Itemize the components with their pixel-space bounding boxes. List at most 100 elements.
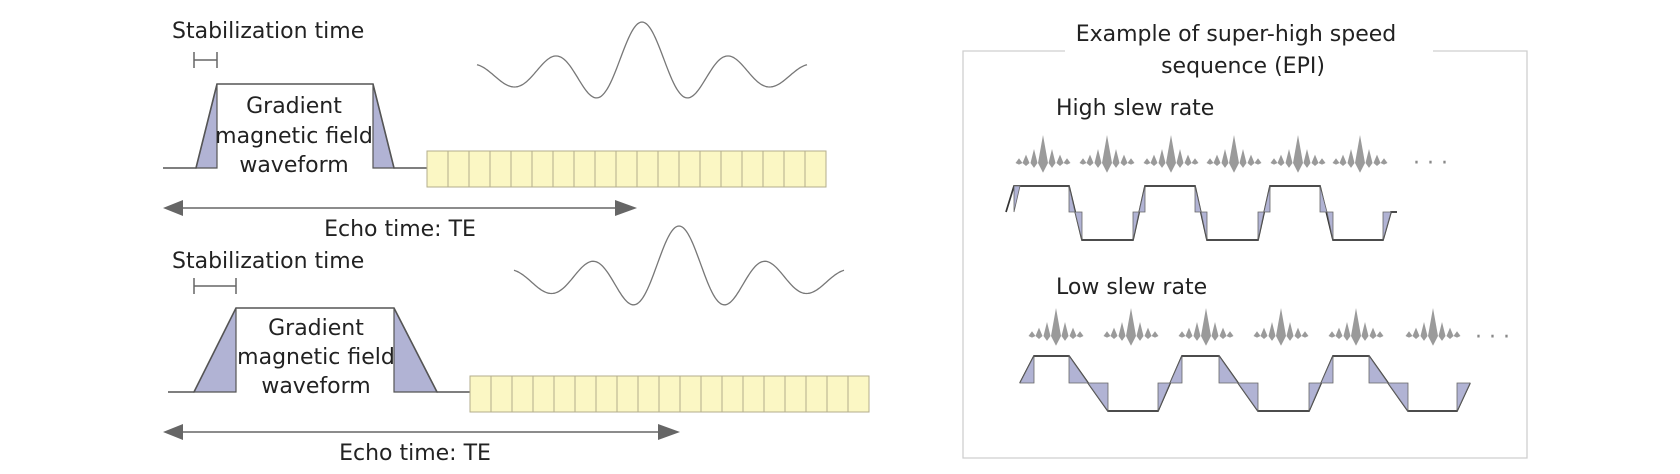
readout-cell [700,375,723,413]
echo-spike [1270,163,1278,165]
readout-cell [426,150,449,188]
echo-spike [1143,163,1151,165]
readout-cell [783,150,806,188]
echo-spike [1028,336,1036,338]
readout-cell [574,375,597,413]
echo-spike [1051,336,1061,346]
echo-spike [1048,163,1056,168]
echo-spike [1226,336,1234,338]
readout-cell [447,150,470,188]
echo-spike [1193,322,1201,336]
epi-ramp [1320,355,1334,384]
echo-spike [1303,163,1311,168]
echo-spike [1086,154,1094,163]
echo-spike [1446,327,1454,336]
echo-spike [1260,327,1268,336]
echo-spike [1126,336,1136,346]
echo-spike [1328,331,1336,336]
echo-spike [1221,163,1229,168]
echo-spike [1051,308,1061,336]
echo-spike [1211,336,1219,341]
readout-cell [511,375,534,413]
echo-spike [1428,308,1438,336]
readout-cell [510,150,533,188]
echo-spike [1150,154,1158,163]
echo-spike [1061,336,1069,341]
echo-spike [1176,163,1184,168]
block-label-line-2: magnetic field [215,124,373,149]
readout-cell [616,375,639,413]
echo-spike [1144,336,1152,339]
echo-spike [1294,327,1302,336]
echo-spike [1127,163,1135,165]
echo-spike [1191,158,1199,163]
echo-spike [1103,331,1111,336]
readout-cell [594,150,617,188]
panel-title-line-2: sequence (EPI) [1161,54,1325,79]
echo-spike [1103,336,1111,338]
epi-panel: Example of super-high speed sequence (EP… [962,22,1528,459]
echo-spike [1347,149,1355,163]
epi-ramp [1138,185,1146,213]
echo-spike [1286,322,1294,336]
echo-spike [1211,322,1219,336]
echo-spike [1112,163,1120,168]
echo-spike [1126,308,1136,336]
readout-cell [826,375,849,413]
echo-spike [1446,336,1454,339]
echo-spike [1158,163,1166,168]
echo-spike [1328,336,1336,338]
echo-spike [1166,163,1176,173]
block-label-line-2: magnetic field [237,345,395,370]
echo-spike [1254,158,1262,163]
echo-spike [1048,149,1056,163]
epi-ramp [1368,354,1389,384]
block-label-line-3: waveform [261,374,370,399]
gradient-waveform [168,307,470,393]
echo-spikes-low [1028,308,1461,346]
echo-spike [1285,149,1293,163]
epi-ramp [1326,211,1334,241]
echo-spike [1063,163,1071,165]
echo-spike [1355,163,1365,173]
echo-spike [1351,308,1361,336]
epi-ramp [1456,382,1471,412]
echo-spike [1079,163,1087,165]
readout-cell [468,150,491,188]
echo-spike [1412,327,1420,336]
readout-cells [469,375,870,413]
echo-spike [1102,135,1112,163]
echo-spike [1438,336,1446,341]
echo-spike [1268,322,1276,336]
arrowhead-left [163,424,183,440]
echo-spike [1144,327,1152,336]
echo-spike [1285,163,1293,168]
echo-spike [1332,163,1340,165]
epi-waveform-low [1019,354,1471,413]
panel-title-line-1: Example of super-high speed [1076,22,1397,47]
echo-spike [1030,163,1038,168]
epi-ramp [1218,354,1239,384]
echo-spike [1343,322,1351,336]
panel-frame [962,50,1528,459]
echo-spike [1112,149,1120,163]
echo-spike [1219,327,1227,336]
echo-spike [1286,336,1294,341]
echo-spike [1069,336,1077,339]
echo-spike [1428,336,1438,346]
readout-cell [469,375,492,413]
echo-spike [1373,154,1381,163]
echo-spike [1420,322,1428,336]
readout-cell [721,375,744,413]
stabilization-bracket [193,52,218,68]
block-label-line-3: waveform [239,153,348,178]
echo-spike [1260,336,1268,339]
echo-spike [1339,163,1347,166]
readout-cell [679,375,702,413]
epi-ramp [1257,211,1265,241]
echo-spike [1184,163,1192,166]
epi-ramp [1319,185,1328,213]
echo-spike [1318,163,1326,165]
echo-spike [1015,163,1023,165]
